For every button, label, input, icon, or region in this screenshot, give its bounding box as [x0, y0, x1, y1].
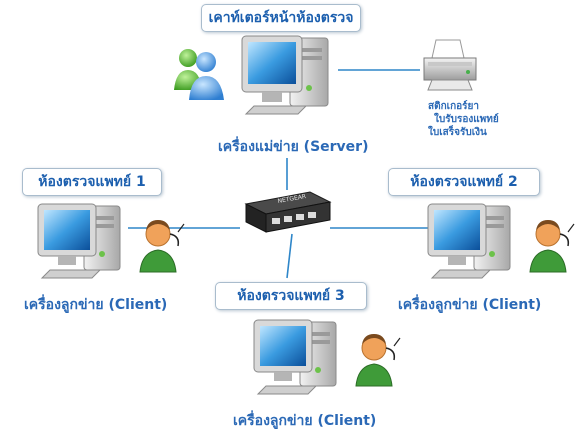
printer-note-3: ใบเสร็จรับเงิน [428, 127, 487, 138]
reception-label: เคาท์เตอร์หน้าห้องตรวจ [201, 4, 361, 32]
network-switch-icon: NETGEAR [240, 186, 332, 236]
server-computer-icon [232, 28, 338, 128]
client-3-caption: เครื่องลูกข่าย (Client) [233, 413, 377, 429]
printer-icon [420, 36, 480, 94]
room-2-label: ห้องตรวจแพทย์ 2 [388, 168, 540, 196]
client-1-computer-icon [30, 198, 130, 290]
client-1-caption: เครื่องลูกข่าย (Client) [24, 297, 168, 313]
doctor-1-icon [136, 214, 186, 274]
users-icon [172, 40, 226, 102]
client-2-caption: เครื่องลูกข่าย (Client) [398, 297, 542, 313]
switch-brand: NETGEAR [277, 193, 306, 205]
printer-note-1: สติกเกอร์ยา [428, 101, 479, 112]
printer-note-2: ใบรับรองแพทย์ [434, 114, 499, 125]
doctor-3-icon [352, 328, 402, 388]
line-switch-client3 [286, 233, 293, 279]
room-1-label: ห้องตรวจแพทย์ 1 [22, 168, 162, 196]
client-2-computer-icon [420, 198, 520, 290]
room-3-label: ห้องตรวจแพทย์ 3 [215, 282, 367, 310]
client-3-computer-icon [246, 314, 346, 406]
server-caption: เครื่องแม่ข่าย (Server) [218, 139, 369, 155]
doctor-2-icon [526, 214, 576, 274]
printer-notes: สติกเกอร์ยา ใบรับรองแพทย์ ใบเสร็จรับเงิน [428, 100, 518, 139]
